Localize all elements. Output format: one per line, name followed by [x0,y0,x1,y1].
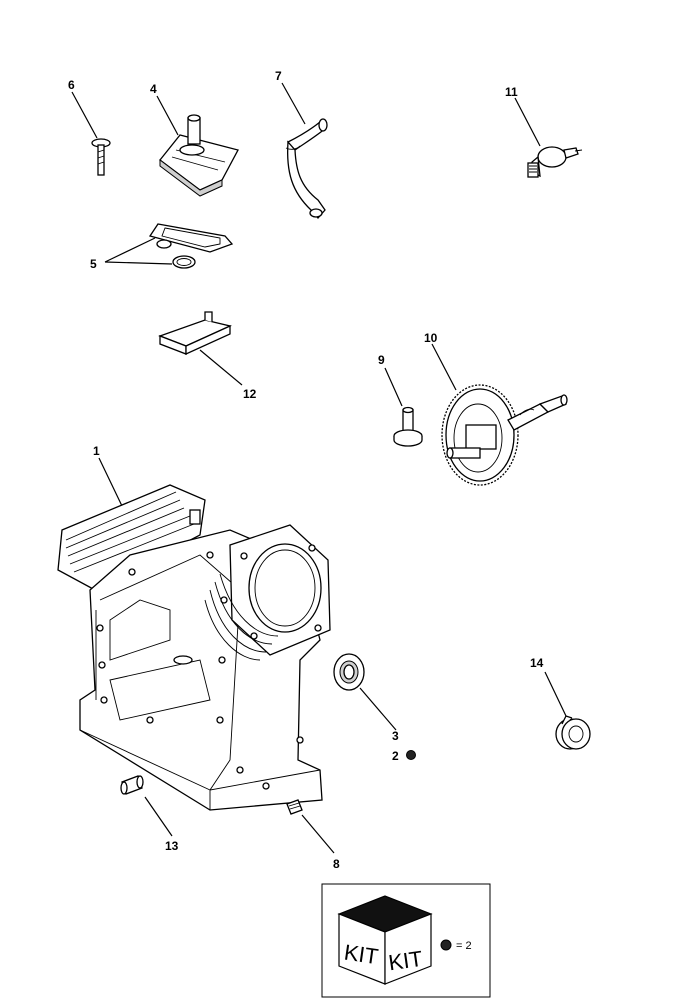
callout-11: 11 [505,85,518,99]
kit-dot-marker [406,750,416,760]
callout-6: 6 [68,78,75,92]
callout-9: 9 [378,353,385,367]
callout-4: 4 [150,82,157,96]
legend-dot-icon [440,939,452,951]
callout-12: 12 [243,387,257,401]
part-14-bushing [544,671,591,750]
part-4-breather-cover [156,95,239,197]
part-8-drain-plug [286,799,335,854]
part-5-gaskets [104,223,234,269]
legend-dot-label: = 2 [456,940,472,952]
callout-10: 10 [424,331,438,345]
part-10-camshaft-gear [431,343,568,486]
part-7-breather-hose [281,82,328,219]
kit-label-left: KIT [343,940,380,970]
part-9-tappet [384,367,423,447]
kit-legend-box: KIT KIT = 2 [321,883,491,998]
part-1-crankcase [57,457,331,811]
callout-13: 13 [165,839,179,853]
callout-8: 8 [333,857,340,871]
kit-label-right: KIT [387,946,424,976]
part-11-pressure-switch [514,97,583,178]
callout-2: 2 [392,749,399,763]
part-6-screw [71,91,111,176]
callout-7: 7 [275,69,282,83]
callout-1: 1 [93,444,100,458]
callout-3: 3 [392,729,399,743]
part-12-bracket [158,311,243,386]
callout-14: 14 [530,656,544,670]
kit-cube-right-face [384,913,432,985]
part-13-dowel-pin [120,775,173,837]
part-3-oil-seal [333,653,397,731]
callout-5: 5 [90,257,97,271]
